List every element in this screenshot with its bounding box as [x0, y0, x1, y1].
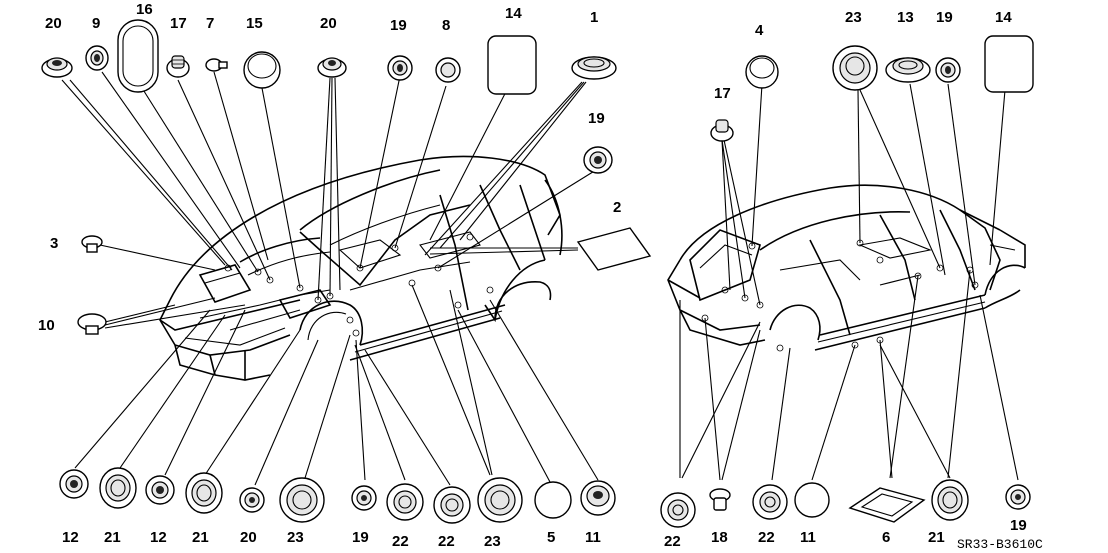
callout-21-c: 21	[928, 529, 945, 546]
part-16-plug	[117, 19, 159, 93]
callout-23-b: 23	[484, 533, 501, 550]
part-22-a	[386, 483, 424, 521]
part-2-sheet	[576, 227, 652, 271]
part-19-bottom-right	[1005, 484, 1031, 510]
part-21-c	[931, 479, 969, 521]
part-12-b	[145, 475, 175, 505]
callout-21-b: 21	[192, 529, 209, 546]
leader-lines-left	[61, 71, 599, 486]
callout-19-bottom-left: 19	[352, 529, 369, 546]
part-23-right	[832, 45, 878, 91]
part-12-a	[59, 469, 89, 499]
callout-15: 15	[246, 15, 263, 32]
part-7-clip	[205, 58, 228, 72]
callout-1: 1	[590, 9, 598, 26]
part-19-right-top	[935, 57, 961, 83]
callout-10: 10	[38, 317, 55, 334]
callout-19-top: 19	[390, 17, 407, 34]
part-1-grommet	[571, 56, 617, 80]
callout-9: 9	[92, 15, 100, 32]
callout-5: 5	[547, 529, 555, 546]
callout-labels: 20 9 16 17 7 15 20 19 8 14 1 19 2 3 10 4…	[38, 1, 1043, 552]
part-19-side	[583, 146, 613, 174]
callout-22-c: 22	[664, 533, 681, 550]
part-19-bottom-left	[351, 485, 377, 511]
left-body-shell	[159, 155, 563, 381]
part-21-a	[99, 467, 137, 509]
callout-8: 8	[442, 17, 450, 34]
callout-12-b: 12	[150, 529, 167, 546]
part-5-disc	[534, 481, 572, 519]
callout-14-left: 14	[505, 5, 522, 22]
part-18-clip	[709, 488, 731, 511]
part-17-clip	[166, 55, 190, 78]
callout-7: 7	[206, 15, 214, 32]
callout-17-left: 17	[170, 15, 187, 32]
callout-22-a: 22	[392, 533, 409, 550]
callout-23-right: 23	[845, 9, 862, 26]
drawing-code: SR33-B3610C	[957, 537, 1043, 552]
callout-14-right: 14	[995, 9, 1012, 26]
callout-20-top-mid: 20	[320, 15, 337, 32]
callout-19-right-top: 19	[936, 9, 953, 26]
part-22-c	[660, 492, 696, 528]
callout-16: 16	[136, 1, 153, 18]
callout-22-d: 22	[758, 529, 775, 546]
callout-11-b: 11	[800, 529, 816, 546]
callout-21-a: 21	[104, 529, 121, 546]
part-4-cap	[745, 55, 779, 89]
leader-lines-right	[679, 83, 1019, 481]
right-body-shell	[667, 184, 1026, 352]
part-23-b	[477, 477, 523, 523]
callout-19-bottom-right: 19	[1010, 517, 1027, 534]
callout-23-a: 23	[287, 529, 304, 546]
callout-2: 2	[613, 199, 621, 216]
callout-20-bottom: 20	[240, 529, 257, 546]
part-21-b	[185, 472, 223, 514]
callout-6: 6	[882, 529, 890, 546]
part-10-plug	[77, 313, 107, 335]
part-19-top	[387, 55, 413, 81]
callout-3: 3	[50, 235, 58, 252]
callout-22-b: 22	[438, 533, 455, 550]
callout-12-a: 12	[62, 529, 79, 546]
part-22-d	[752, 484, 788, 520]
callout-13: 13	[897, 9, 914, 26]
part-14-pad-right	[984, 35, 1034, 93]
part-3-clip	[81, 235, 103, 253]
callout-20-top-left: 20	[45, 15, 62, 32]
part-20-top-left	[41, 57, 73, 78]
part-20-top-mid	[317, 57, 347, 78]
part-6-grommet	[848, 487, 926, 523]
part-17-right	[710, 119, 734, 142]
part-11-b	[794, 482, 830, 518]
part-20-bottom	[239, 487, 265, 513]
part-22-b	[433, 486, 471, 524]
callout-18: 18	[711, 529, 728, 546]
callout-17-right: 17	[714, 85, 731, 102]
part-15-cap	[243, 51, 281, 89]
part-9	[85, 45, 109, 71]
part-23-a	[279, 477, 325, 523]
part-14-pad-left	[487, 35, 537, 95]
callout-4: 4	[755, 22, 764, 39]
callout-19-side: 19	[588, 110, 605, 127]
part-13-grommet	[885, 57, 931, 83]
part-8	[435, 57, 461, 83]
part-11-a	[580, 480, 616, 516]
callout-11-a: 11	[585, 529, 601, 546]
